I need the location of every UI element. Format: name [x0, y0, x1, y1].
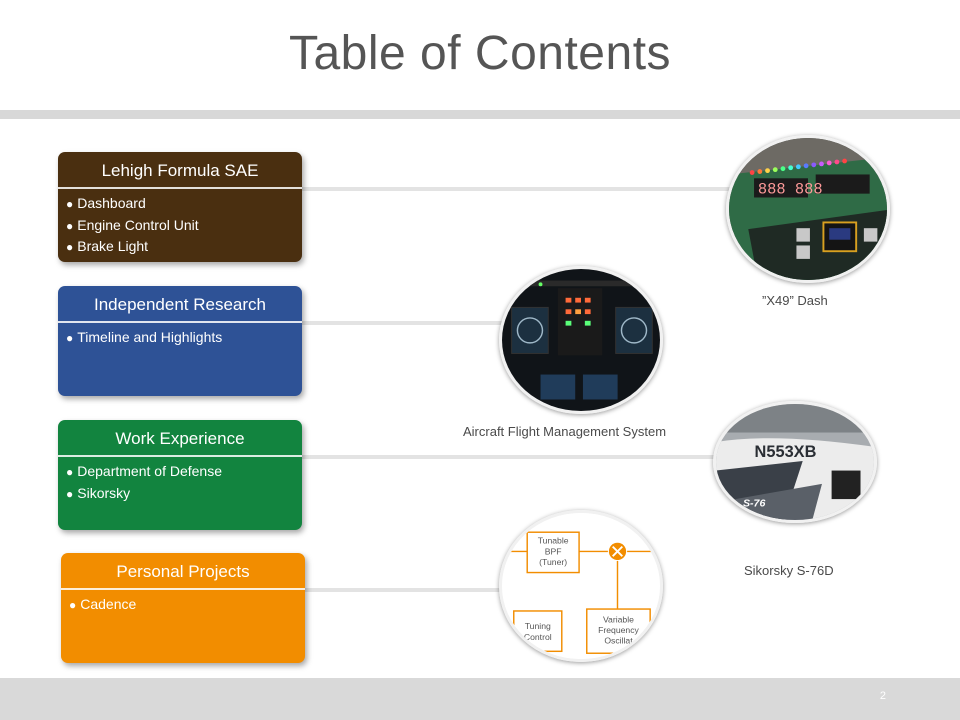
helicopter-photo[interactable]: N553XB S-76 — [713, 401, 877, 523]
dash-photo[interactable]: 888 888 — [726, 135, 890, 283]
section-heading: Work Experience — [115, 429, 245, 448]
section-heading: Lehigh Formula SAE — [101, 161, 259, 180]
section-divider — [58, 455, 302, 457]
helicopter-caption: Sikorsky S-76D — [744, 563, 834, 578]
dash-board-image: 888 888 — [729, 138, 887, 280]
bullet-icon: ● — [66, 240, 74, 254]
section-item-list: ●Timeline and Highlights — [58, 323, 302, 349]
list-item[interactable]: ●Sikorsky — [66, 484, 131, 501]
list-item[interactable]: ●Engine Control Unit — [66, 216, 199, 233]
diagram-label: Frequency — [598, 625, 639, 635]
title-divider — [0, 110, 960, 119]
connector-line-projects — [302, 588, 502, 592]
diagram-label: Control — [524, 632, 552, 642]
diagram-label: Variable — [603, 615, 634, 625]
list-item[interactable]: ●Brake Light — [66, 238, 149, 254]
section-divider — [61, 588, 305, 590]
diagram-label: Oscillat — [604, 636, 633, 646]
bullet-icon: ● — [66, 331, 74, 345]
bullet-icon: ● — [66, 465, 74, 479]
footer-bar: 2 — [0, 678, 960, 720]
section-work-experience[interactable]: Work Experience ●Department of Defense ●… — [58, 420, 302, 530]
diagram-label: BPF — [545, 546, 562, 556]
aircraft-cockpit-photo[interactable] — [499, 266, 663, 414]
section-item-list: ●Cadence — [61, 590, 305, 616]
aircraft-caption: Aircraft Flight Management System — [463, 424, 667, 439]
section-item-list: ●Department of Defense ●Sikorsky — [58, 457, 302, 504]
section-lehigh-formula-sae[interactable]: Lehigh Formula SAE ●Dashboard ●Engine Co… — [58, 152, 302, 262]
dash-caption: ”X49” Dash — [762, 293, 828, 308]
section-heading: Personal Projects — [116, 562, 250, 581]
helicopter-tail-number: N553XB — [755, 443, 817, 461]
bullet-icon: ● — [69, 598, 77, 612]
bullet-icon: ● — [66, 197, 74, 211]
list-item[interactable]: ●Cadence — [69, 596, 137, 612]
section-item-list: ●Dashboard ●Engine Control Unit ●Brake L… — [58, 189, 302, 258]
page-number: 2 — [879, 690, 886, 702]
section-heading: Independent Research — [93, 295, 267, 314]
connector-line-work — [300, 455, 720, 459]
diagram-label: (Tuner) — [539, 557, 567, 567]
helicopter-model-mark: S-76 — [743, 498, 766, 510]
bullet-icon: ● — [66, 218, 74, 233]
page-title: Table of Contents — [288, 27, 672, 80]
connector-line-research — [300, 321, 505, 325]
connector-line-formula — [300, 187, 732, 191]
bullet-icon: ● — [66, 486, 74, 501]
section-divider — [58, 321, 302, 323]
section-independent-research[interactable]: Independent Research ●Timeline and Highl… — [58, 286, 302, 396]
section-personal-projects[interactable]: Personal Projects ●Cadence — [61, 553, 305, 663]
diagram-label: Tunable — [538, 536, 569, 546]
cadence-diagram-image[interactable]: Tunable BPF (Tuner) Tuning Control Varia… — [499, 510, 663, 662]
cockpit-image — [502, 269, 660, 411]
list-item[interactable]: ●Dashboard — [66, 195, 146, 211]
diagram-label: Tuning — [525, 621, 551, 631]
list-item[interactable]: ●Timeline and Highlights — [66, 329, 223, 345]
block-diagram: Tunable BPF (Tuner) Tuning Control Varia… — [502, 513, 660, 659]
list-item[interactable]: ●Department of Defense — [66, 463, 222, 479]
section-divider — [58, 187, 302, 189]
dash-left-digits: 888 888 — [758, 181, 823, 199]
helicopter-image: N553XB S-76 — [716, 404, 874, 520]
